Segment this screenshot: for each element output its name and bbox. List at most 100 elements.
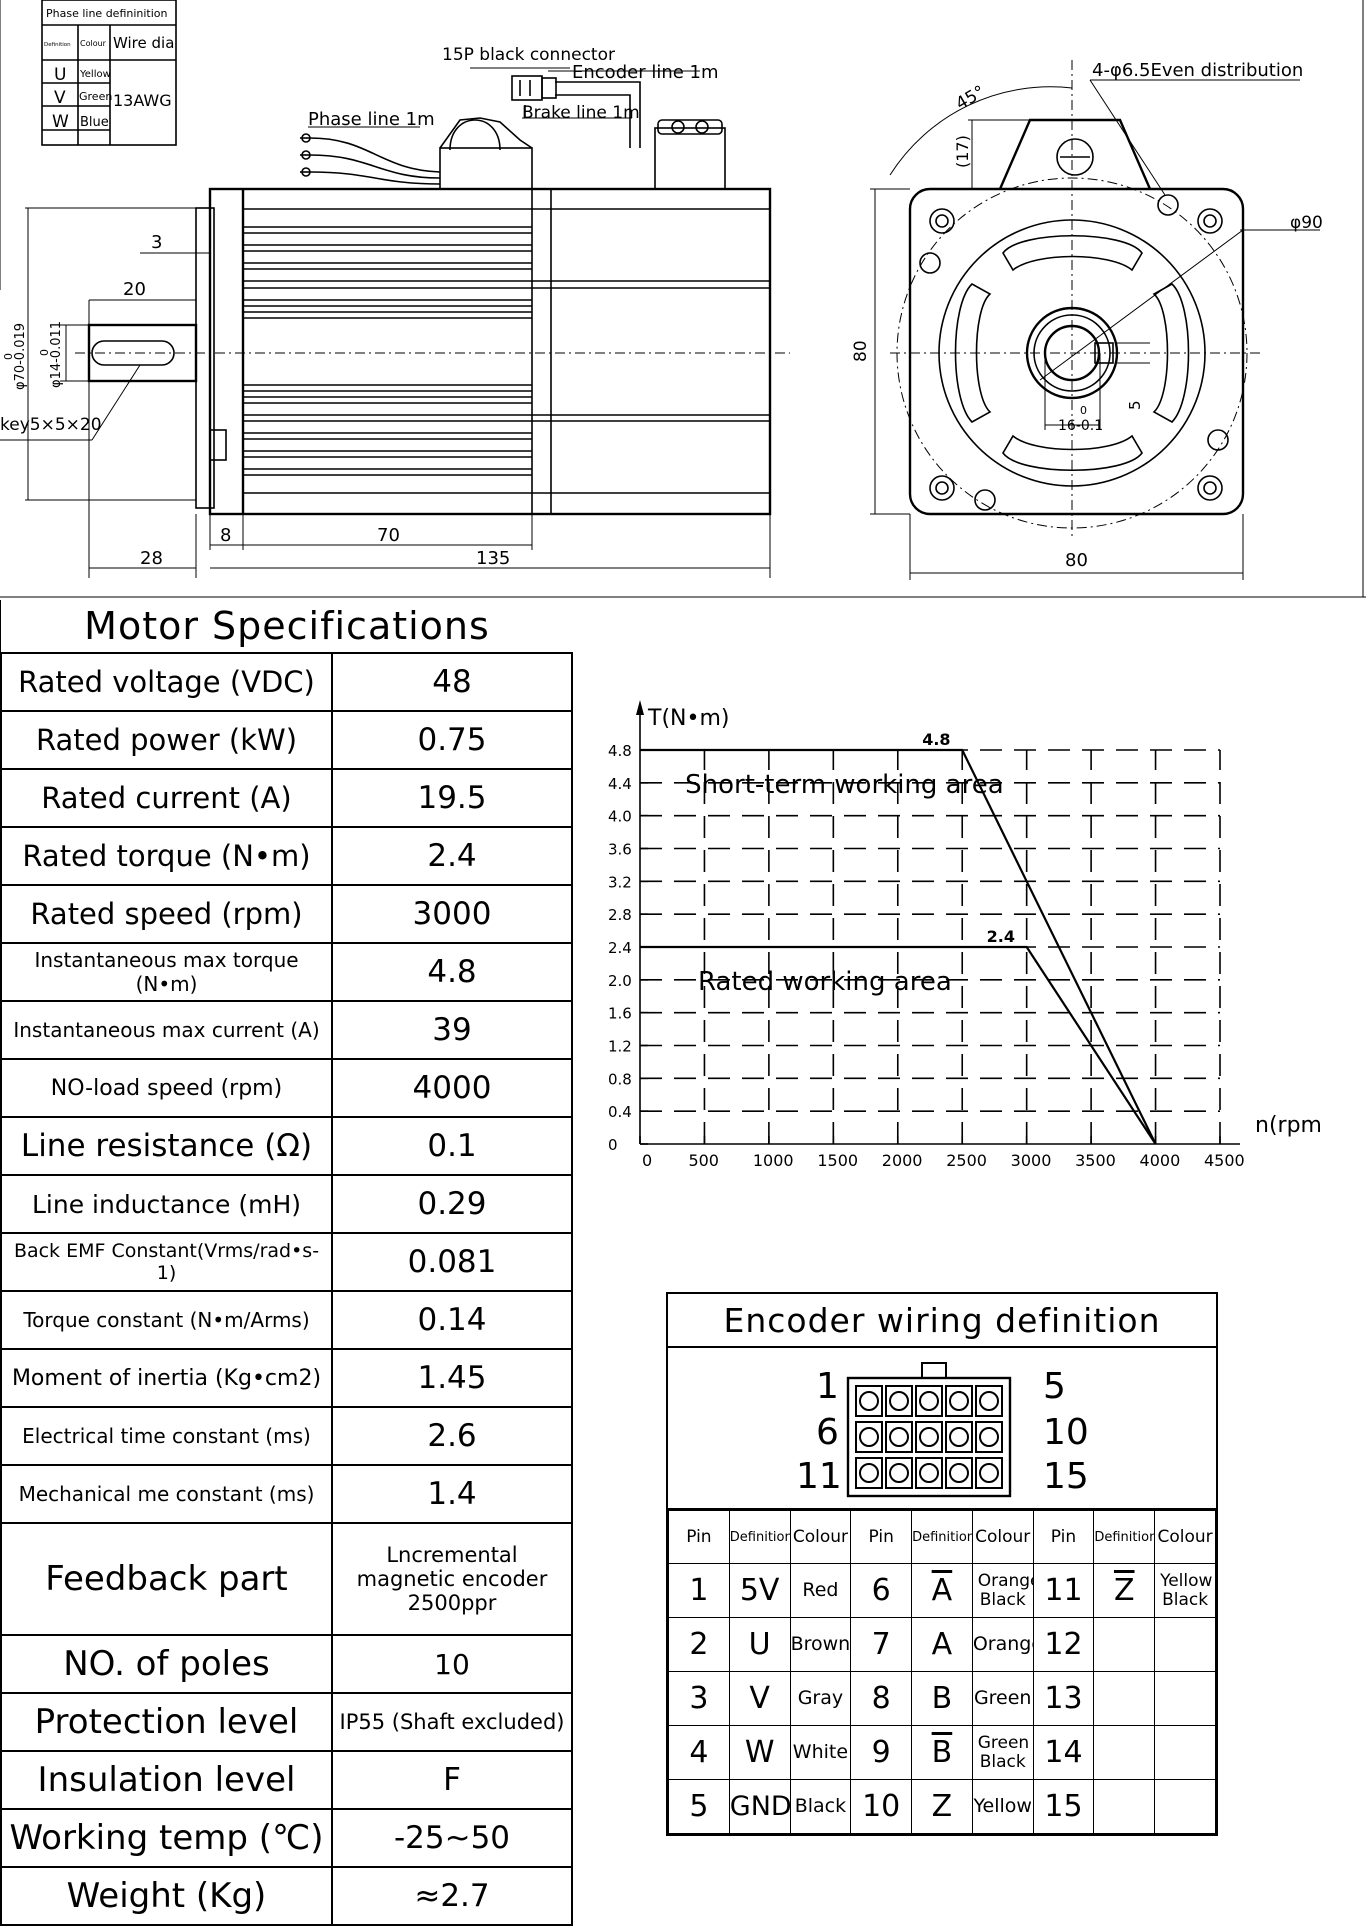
encoder-colour: [1154, 1671, 1216, 1726]
encoder-colour-text: Black: [794, 1795, 847, 1817]
encoder-pin: 2: [668, 1617, 730, 1672]
spec-value: 1.45: [331, 1348, 573, 1408]
encoder-colour: Yellow: [971, 1779, 1034, 1834]
spec-param: NO. of poles: [0, 1634, 333, 1694]
encoder-colour: White: [789, 1725, 852, 1780]
encoder-def-text: V: [749, 1681, 770, 1716]
spec-param: Torque constant (N•m/Arms): [0, 1290, 333, 1350]
y-axis-arrow: [636, 700, 644, 715]
encoder-pin-text: 8: [871, 1681, 891, 1716]
spec-value: 0.081: [331, 1232, 573, 1292]
encoder-colour-text: Yellow Black: [1160, 1570, 1213, 1610]
spec-param: NO-load speed (rpm): [0, 1058, 333, 1118]
encoder-pin-text: 13: [1044, 1681, 1083, 1716]
spec-param: Rated voltage (VDC): [0, 652, 333, 712]
encoder-def: Z: [911, 1779, 973, 1834]
encoder-def: W: [728, 1725, 791, 1780]
svg-text:Brake line 1m: Brake line 1m: [522, 103, 640, 123]
spec-row: Rated speed (rpm)3000: [0, 884, 573, 944]
encoder-pin: 5: [668, 1779, 730, 1834]
spec-row: Instantaneous max torque (N•m)4.8: [0, 942, 573, 1002]
encoder-pin: 13: [1032, 1671, 1095, 1726]
y-tick-label: 1.2: [608, 1038, 632, 1056]
encoder-colour: [1154, 1725, 1216, 1780]
svg-text:Encoder line 1m: Encoder line 1m: [572, 62, 719, 83]
spec-param: Rated power (kW): [0, 710, 333, 770]
encoder-pin-text: 1: [689, 1573, 709, 1608]
spec-title: Motor Specifications: [0, 600, 573, 652]
svg-text:80: 80: [1065, 550, 1088, 571]
motor-specifications: Motor Specifications Rated voltage (VDC)…: [0, 600, 573, 1926]
encoder-pin: 8: [850, 1671, 913, 1726]
svg-text:70: 70: [377, 525, 400, 546]
spec-value: 19.5: [331, 768, 573, 828]
y-tick-label: 4.8: [608, 742, 632, 760]
encoder-colour: Orange: [971, 1617, 1034, 1672]
spec-value: ≈2.7: [331, 1866, 573, 1926]
pin-label: 15: [1043, 1456, 1089, 1497]
pin-label: 1: [816, 1366, 839, 1407]
spec-param: Rated speed (rpm): [0, 884, 333, 944]
svg-text:key5×5×20: key5×5×20: [0, 415, 102, 435]
svg-text:Phase line 1m: Phase line 1m: [308, 109, 435, 130]
svg-text:0: 0: [2, 353, 15, 360]
spec-value: 0.75: [331, 710, 573, 770]
encoder-header: Colour: [789, 1510, 852, 1564]
spec-param: Mechanical me constant (ms): [0, 1464, 333, 1524]
svg-text:3: 3: [151, 232, 162, 253]
mechanical-drawing: Phase line defininition Definition Colou…: [0, 0, 1366, 598]
y-tick-label: 1.6: [608, 1005, 632, 1023]
spec-row: Back EMF Constant(Vrms/rad•s-1)0.081: [0, 1232, 573, 1292]
encoder-def: B: [911, 1725, 973, 1780]
encoder-wiring: Encoder wiring definition 1 6 11 5 10 15…: [666, 1292, 1218, 1836]
spec-row: NO-load speed (rpm)4000: [0, 1058, 573, 1118]
spec-value: 2.4: [331, 826, 573, 886]
svg-text:28: 28: [140, 548, 163, 569]
spec-param: Moment of inertia (Kg•cm2): [0, 1348, 333, 1408]
motor-front-view: 4-φ6.5Even distribution 45° (17) φ90 80 …: [851, 60, 1323, 580]
encoder-colour-text: Green: [973, 1687, 1032, 1709]
pin-label: 5: [1043, 1366, 1066, 1407]
encoder-header: Colour: [1154, 1510, 1216, 1564]
encoder-colour: Gray: [789, 1671, 852, 1726]
encoder-pin: 14: [1032, 1725, 1095, 1780]
y-tick-label: 4.0: [608, 808, 632, 826]
spec-param: Rated current (A): [0, 768, 333, 828]
chart-annotation: 2.4: [987, 927, 1015, 946]
encoder-pin-text: 7: [871, 1627, 891, 1662]
spec-row: Rated voltage (VDC)48: [0, 652, 573, 712]
encoder-title: Encoder wiring definition: [668, 1294, 1216, 1348]
encoder-def-text: B: [931, 1681, 953, 1716]
encoder-pin: 15: [1032, 1779, 1095, 1834]
encoder-pin-text: 2: [689, 1627, 709, 1662]
svg-text:W: W: [52, 112, 69, 132]
spec-param: Feedback part: [0, 1522, 333, 1636]
series-line-1: [640, 945, 1157, 1145]
x-tick-label: 3500: [1075, 1151, 1116, 1170]
y-tick-label: 2.0: [608, 972, 632, 990]
spec-value: 3000: [331, 884, 573, 944]
encoder-pin-text: 11: [1044, 1573, 1083, 1608]
phase-line-table: Phase line defininition Definition Colou…: [41, 0, 177, 146]
encoder-def: 5V: [728, 1563, 791, 1618]
spec-param: Weight (Kg): [0, 1866, 333, 1926]
encoder-header: Pin: [1032, 1510, 1095, 1564]
spec-row: Working temp (℃)-25~50: [0, 1808, 573, 1868]
y-tick-label: 3.2: [608, 873, 632, 891]
svg-text:5: 5: [1126, 400, 1144, 410]
spec-param: Rated torque (N•m): [0, 826, 333, 886]
encoder-def-text: Z: [1113, 1573, 1135, 1608]
svg-text:16-0.1: 16-0.1: [1058, 418, 1103, 434]
svg-text:φ90: φ90: [1290, 213, 1323, 233]
spec-value: IP55 (Shaft excluded): [331, 1692, 573, 1752]
encoder-colour: Red: [789, 1563, 852, 1618]
spec-param: Instantaneous max torque (N•m): [0, 942, 333, 1002]
spec-row: Weight (Kg)≈2.7: [0, 1866, 573, 1926]
svg-text:Colour: Colour: [80, 39, 107, 48]
spec-value: 4.8: [331, 942, 573, 1002]
encoder-def: [1093, 1671, 1156, 1726]
encoder-colour: Black: [789, 1779, 852, 1834]
